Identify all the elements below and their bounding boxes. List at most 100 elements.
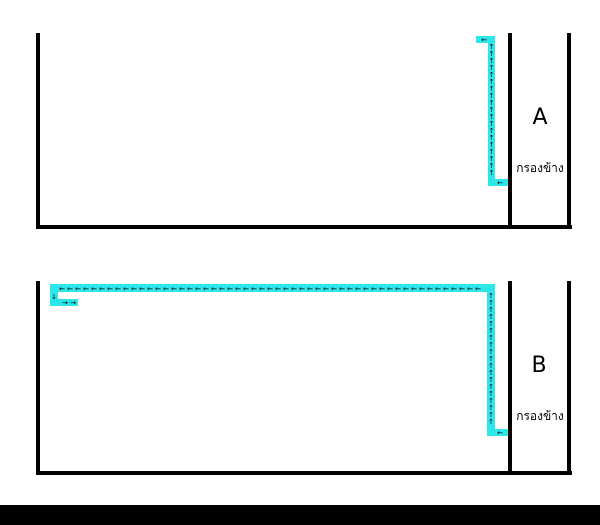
arrow-right-icon: →: [62, 299, 68, 307]
arrow-up-icon: ↑: [489, 134, 495, 142]
arrow-up-icon: ↑: [488, 390, 494, 398]
arrow-up-icon: ↑: [489, 106, 495, 114]
arrow-up-icon: ↑: [489, 43, 495, 51]
arrow-up-icon: ↑: [489, 57, 495, 65]
arrow-left-icon: ←: [459, 285, 465, 293]
arrow-left-icon: ←: [387, 285, 393, 293]
arrow-up-icon: ↑: [489, 169, 495, 177]
arrow-left-icon: ←: [235, 285, 241, 293]
arrow-up-icon: ↑: [489, 50, 495, 58]
arrow-up-icon: ↑: [488, 306, 494, 314]
arrow-left-icon: ←: [179, 285, 185, 293]
panel-b-filter-label: กรองข้าง: [516, 409, 564, 423]
arrow-left-icon: ←: [251, 285, 257, 293]
arrow-left-icon: ←: [475, 285, 481, 293]
arrow-up-icon: ↑: [489, 113, 495, 121]
panel-a: ←↑↑↑↑↑↑↑↑↑↑↑↑↑↑↑↑↑↑↑← A กรองข้าง: [36, 33, 572, 229]
panel-a-tank: [36, 33, 572, 229]
arrow-left-icon: ←: [211, 285, 217, 293]
arrow-up-icon: ↑: [489, 99, 495, 107]
arrow-left-icon: ←: [395, 285, 401, 293]
arrow-left-icon: ←: [147, 285, 153, 293]
panel-b-arrows: ←←←←←←←←←←←←←←←←←←←←←←←←←←←←←←←←←←←←←←←←…: [51, 285, 503, 437]
arrow-left-icon: ←: [331, 285, 337, 293]
arrow-left-icon: ←: [195, 285, 201, 293]
arrow-left-icon: ←: [299, 285, 305, 293]
arrow-left-icon: ←: [379, 285, 385, 293]
arrow-up-icon: ↑: [488, 397, 494, 405]
arrow-left-icon: ←: [497, 179, 503, 187]
arrow-left-icon: ←: [227, 285, 233, 293]
arrow-left-icon: ←: [131, 285, 137, 293]
arrow-left-icon: ←: [363, 285, 369, 293]
arrow-up-icon: ↑: [488, 320, 494, 328]
arrow-left-icon: ←: [139, 285, 145, 293]
arrow-up-icon: ↑: [488, 341, 494, 349]
arrow-up-icon: ↑: [488, 313, 494, 321]
arrow-up-icon: ↑: [489, 127, 495, 135]
panel-a-arrows: ←↑↑↑↑↑↑↑↑↑↑↑↑↑↑↑↑↑↑↑←: [481, 36, 503, 187]
arrow-up-icon: ↑: [489, 78, 495, 86]
arrow-left-icon: ←: [323, 285, 329, 293]
arrow-right-icon: →: [70, 299, 76, 307]
arrow-left-icon: ←: [163, 285, 169, 293]
arrow-up-icon: ↑: [489, 155, 495, 163]
arrow-up-icon: ↑: [488, 376, 494, 384]
arrow-up-icon: ↑: [488, 362, 494, 370]
page-background: [0, 0, 600, 505]
arrow-left-icon: ←: [467, 285, 473, 293]
arrow-up-icon: ↑: [488, 383, 494, 391]
arrow-left-icon: ←: [171, 285, 177, 293]
arrow-left-icon: ←: [307, 285, 313, 293]
arrow-left-icon: ←: [443, 285, 449, 293]
arrow-left-icon: ←: [355, 285, 361, 293]
arrow-left-icon: ←: [107, 285, 113, 293]
arrow-up-icon: ↑: [489, 92, 495, 100]
arrow-left-icon: ←: [267, 285, 273, 293]
panel-b-pipe: [50, 284, 508, 436]
panel-a-label: A: [532, 105, 547, 130]
arrow-up-icon: ↑: [488, 355, 494, 363]
arrow-left-icon: ←: [497, 429, 503, 437]
panel-a-filter-label: กรองข้าง: [516, 161, 564, 175]
arrow-left-icon: ←: [259, 285, 265, 293]
arrow-up-icon: ↑: [488, 299, 494, 307]
arrow-left-icon: ←: [371, 285, 377, 293]
arrow-up-icon: ↑: [488, 411, 494, 419]
arrow-up-icon: ↑: [489, 64, 495, 72]
arrow-up-icon: ↑: [489, 141, 495, 149]
arrow-left-icon: ←: [59, 285, 65, 293]
arrow-left-icon: ←: [275, 285, 281, 293]
panel-b-label: B: [531, 353, 546, 378]
arrow-left-icon: ←: [451, 285, 457, 293]
arrow-up-icon: ↑: [488, 418, 494, 426]
arrow-left-icon: ←: [99, 285, 105, 293]
arrow-up-icon: ↑: [488, 334, 494, 342]
arrow-left-icon: ←: [427, 285, 433, 293]
arrow-left-icon: ←: [187, 285, 193, 293]
arrow-left-icon: ←: [115, 285, 121, 293]
arrow-left-icon: ←: [67, 285, 73, 293]
bottom-bar: [0, 505, 600, 525]
panel-a-pipe: [476, 36, 508, 186]
arrow-up-icon: ↑: [489, 162, 495, 170]
arrow-up-icon: ↑: [489, 85, 495, 93]
arrow-left-icon: ←: [347, 285, 353, 293]
arrow-left-icon: ←: [123, 285, 129, 293]
arrow-left-icon: ←: [403, 285, 409, 293]
arrow-left-icon: ←: [91, 285, 97, 293]
arrow-left-icon: ←: [219, 285, 225, 293]
arrow-up-icon: ↑: [489, 120, 495, 128]
arrow-down-icon: ↓: [51, 293, 57, 301]
arrow-left-icon: ←: [435, 285, 441, 293]
arrow-up-icon: ↑: [488, 404, 494, 412]
arrow-left-icon: ←: [291, 285, 297, 293]
arrow-up-icon: ↑: [488, 292, 494, 300]
arrow-left-icon: ←: [83, 285, 89, 293]
panel-b: ←←←←←←←←←←←←←←←←←←←←←←←←←←←←←←←←←←←←←←←←…: [36, 281, 572, 475]
panel-b-tank: [36, 281, 572, 475]
arrow-left-icon: ←: [315, 285, 321, 293]
arrow-left-icon: ←: [411, 285, 417, 293]
arrow-left-icon: ←: [339, 285, 345, 293]
